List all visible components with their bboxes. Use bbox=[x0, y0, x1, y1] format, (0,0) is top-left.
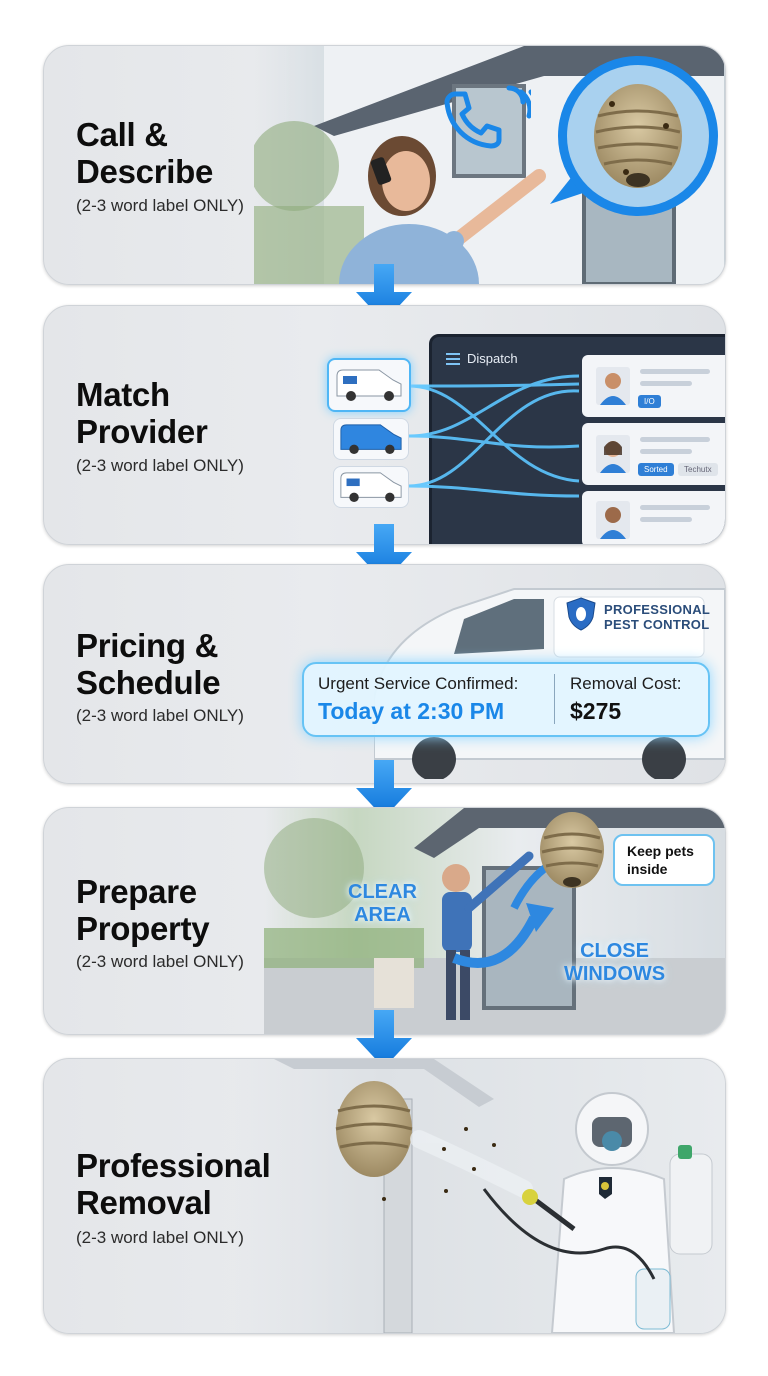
tip-text: Keep pets inside bbox=[627, 843, 694, 877]
down-arrow-icon bbox=[356, 524, 412, 582]
step-title: Call & Describe bbox=[76, 116, 214, 190]
step-title: Prepare Property bbox=[76, 873, 210, 947]
avatar-icon bbox=[596, 367, 630, 405]
phone-icon bbox=[444, 91, 502, 149]
step-subtitle: (2-3 word label ONLY) bbox=[76, 1228, 244, 1247]
down-arrow-icon bbox=[356, 760, 412, 818]
dispatch-panel: Dispatch I/O Sorted Techutx bbox=[429, 334, 725, 544]
step-card-match-provider: Dispatch I/O Sorted Techutx bbox=[43, 305, 726, 545]
provider-tag: I/O bbox=[638, 395, 661, 408]
van-brand-label: PROFESSIONAL PEST CONTROL bbox=[604, 602, 711, 632]
step-card-professional-removal: Professional Removal (2-3 word label ONL… bbox=[43, 1058, 726, 1334]
step-subtitle: (2-3 word label ONLY) bbox=[76, 456, 244, 475]
van-option[interactable] bbox=[333, 466, 409, 508]
backyard-scene bbox=[264, 808, 725, 1034]
avatar-icon bbox=[596, 501, 630, 539]
avatar-icon bbox=[596, 435, 630, 473]
wasp-nest-icon bbox=[550, 56, 718, 216]
provider-tag: Sorted bbox=[638, 463, 674, 476]
divider bbox=[554, 674, 555, 724]
provider-tag: Techutx bbox=[678, 463, 718, 476]
step-subtitle: (2-3 word label ONLY) bbox=[76, 196, 244, 215]
property-illustration bbox=[264, 808, 725, 1034]
van-option[interactable] bbox=[327, 358, 411, 412]
service-label: Urgent Service Confirmed: bbox=[318, 674, 519, 693]
step-card-prepare-property: Keep pets inside CLEAR AREA CLOSE WINDOW… bbox=[43, 807, 726, 1035]
van-option[interactable] bbox=[333, 418, 409, 460]
provider-card[interactable]: Sorted Techutx bbox=[582, 423, 725, 485]
wasp-nest-icon bbox=[540, 812, 604, 888]
matching-lines bbox=[408, 374, 580, 498]
close-windows-label: CLOSE WINDOWS bbox=[564, 940, 666, 985]
removal-scene bbox=[234, 1059, 725, 1333]
clear-area-label: CLEAR AREA bbox=[348, 881, 417, 926]
pest-shield-icon bbox=[566, 597, 596, 631]
step-card-pricing-schedule: PROFESSIONAL PEST CONTROL Urgent Service… bbox=[43, 564, 726, 784]
provider-card[interactable]: I/O bbox=[582, 355, 725, 417]
dispatch-title: Dispatch bbox=[467, 351, 518, 366]
tip-bubble: Keep pets inside bbox=[613, 834, 715, 886]
step-card-call-describe: Call & Describe (2-3 word label ONLY) bbox=[43, 45, 726, 285]
step-title: Pricing & Schedule bbox=[76, 627, 221, 701]
step-subtitle: (2-3 word label ONLY) bbox=[76, 952, 244, 971]
menu-icon bbox=[446, 353, 460, 365]
step-subtitle: (2-3 word label ONLY) bbox=[76, 706, 244, 725]
cost-label: Removal Cost: bbox=[570, 674, 682, 693]
down-arrow-icon bbox=[356, 264, 412, 322]
down-arrow-icon bbox=[356, 1010, 412, 1068]
service-time: Today at 2:30 PM bbox=[318, 698, 505, 724]
provider-card[interactable] bbox=[582, 491, 725, 544]
step-title: Match Provider bbox=[76, 376, 208, 450]
signal-waves-icon bbox=[506, 85, 531, 126]
cost-value: $275 bbox=[570, 698, 622, 724]
van-icon bbox=[340, 424, 402, 455]
van-icon bbox=[340, 472, 402, 503]
booking-confirmation: Urgent Service Confirmed: Today at 2:30 … bbox=[302, 662, 710, 737]
step-title: Professional Removal bbox=[76, 1147, 271, 1221]
removal-illustration bbox=[274, 1059, 713, 1333]
van-icon bbox=[336, 369, 402, 401]
